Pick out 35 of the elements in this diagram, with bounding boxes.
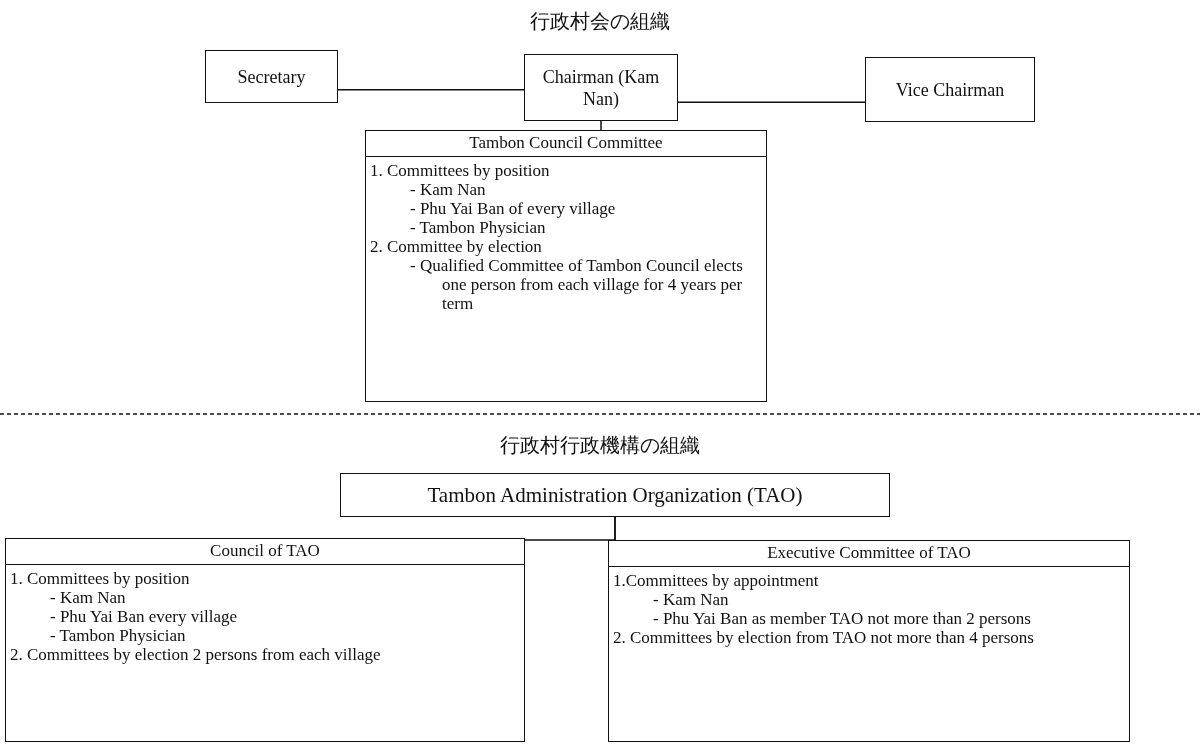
list-item: 2. Committee by election xyxy=(369,237,543,256)
connector-line xyxy=(600,120,602,131)
list-item: - Tambon Physician xyxy=(49,626,187,645)
list-item: 2. Committees by election 2 persons from each village xyxy=(9,645,382,664)
list-item: - Kam Nan xyxy=(49,588,127,607)
list-item: - Kam Nan xyxy=(409,180,487,199)
list-item: - Phu Yai Ban every village xyxy=(49,607,238,626)
section-heading: 行政村会の組織 xyxy=(530,8,670,35)
section-heading: 行政村行政機構の組織 xyxy=(500,432,700,459)
list-item: - Phu Yai Ban of every village xyxy=(409,199,617,218)
role-box xyxy=(865,57,1035,122)
organization-box xyxy=(340,473,890,517)
list-item: - Kam Nan xyxy=(652,590,730,609)
box-heading: Tambon Council Committee xyxy=(366,131,766,157)
list-item: - Tambon Physician xyxy=(409,218,547,237)
committee-box xyxy=(608,540,1130,742)
list-item: - Phu Yai Ban as member TAO not more than 2 persons xyxy=(652,609,1032,628)
box-heading: Executive Committee of TAO xyxy=(609,541,1129,567)
box-heading: Council of TAO xyxy=(6,539,524,565)
box-label: Tambon Administration Organization (TAO) xyxy=(426,484,804,506)
committee-box xyxy=(365,130,767,402)
list-item: 1. Committees by position xyxy=(369,161,551,180)
role-box xyxy=(205,50,338,103)
connector-line xyxy=(337,89,525,91)
box-label: Secretary xyxy=(236,65,307,88)
committee-box xyxy=(5,538,525,742)
list-item: - Qualified Committee of Tambon Council elects one person from each village for 4 years per term xyxy=(409,256,744,313)
connector-line xyxy=(677,101,866,103)
list-item: 2. Committees by election from TAO not more than 4 persons xyxy=(612,628,1035,647)
role-box xyxy=(524,54,678,121)
connector-line xyxy=(614,516,616,541)
box-label: Vice Chairman xyxy=(894,78,1006,101)
list-item: 1. Committees by position xyxy=(9,569,191,588)
list-item: 1.Committees by appointment xyxy=(612,571,820,590)
box-label: Chairman (Kam Nan) xyxy=(541,65,661,110)
